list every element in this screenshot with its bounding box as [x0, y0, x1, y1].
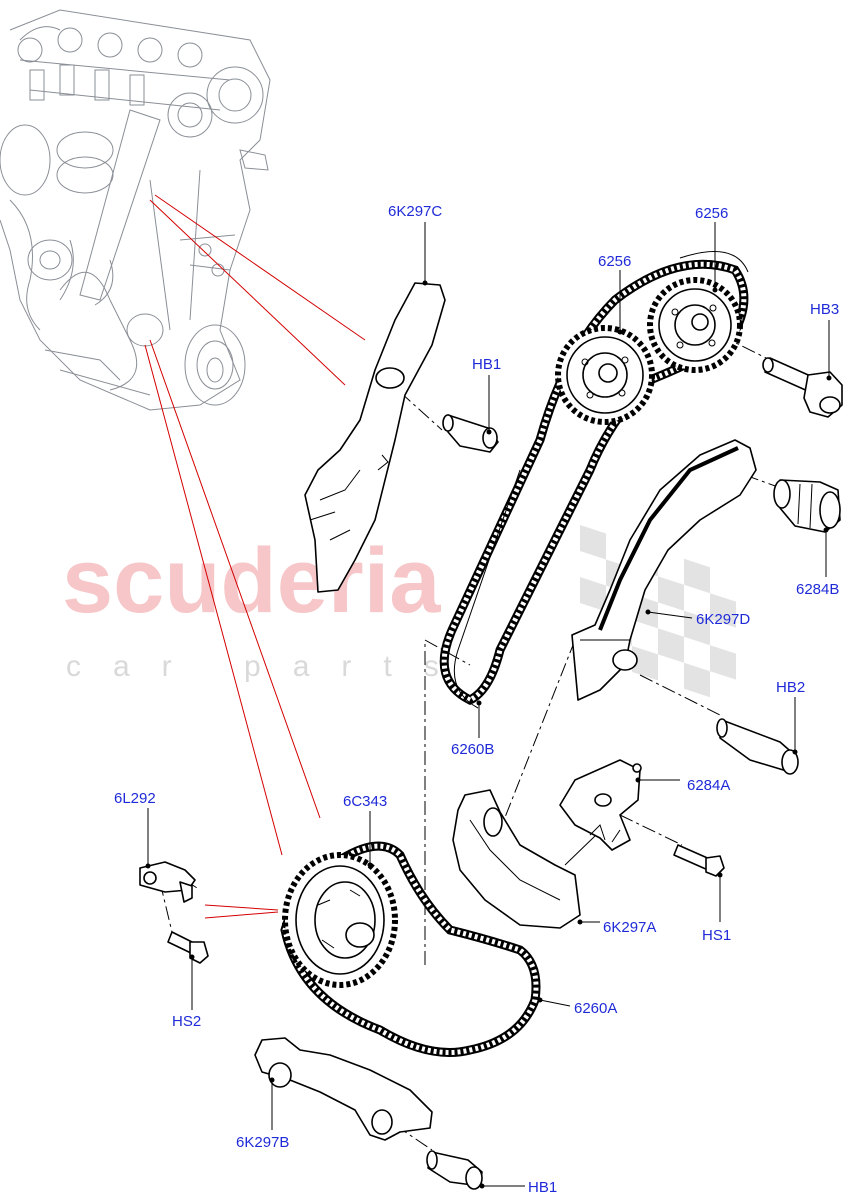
watermark-brand: scuderia: [62, 530, 441, 632]
label-6256-right: 6256: [695, 205, 728, 222]
label-hb2: HB2: [776, 679, 805, 696]
label-6k297c: 6K297C: [388, 203, 442, 220]
callout-lines: [144, 194, 366, 919]
tensioner-6284a: [559, 759, 642, 866]
label-hb3: HB3: [810, 301, 839, 318]
bolt-hb1-top: [442, 414, 499, 453]
label-hb1-bottom: HB1: [528, 1179, 557, 1196]
label-6l292: 6L292: [114, 790, 156, 807]
cam-sprocket-left: [555, 325, 655, 425]
upper-timing-chain: [439, 251, 749, 709]
guide-6k297b: [254, 1037, 433, 1141]
label-6256-left: 6256: [598, 253, 631, 270]
guide-6k297a: [452, 789, 581, 929]
label-6284b: 6284B: [796, 581, 839, 598]
tensioner-6284b: [773, 479, 841, 533]
label-6260b: 6260B: [451, 741, 494, 758]
label-hs2: HS2: [172, 1013, 201, 1030]
bolt-hs1: [673, 844, 725, 877]
cam-sprocket-right: [647, 277, 743, 373]
leader-lines: [145, 222, 832, 1189]
bolt-hs2: [167, 931, 209, 964]
part-labels: 6K297C 6256 6256 HB3 HB1 6284B 6K297D HB…: [114, 203, 839, 1196]
guide-6k297d: [571, 439, 757, 701]
guide-6k297c: [304, 282, 446, 593]
label-6k297d: 6K297D: [696, 611, 750, 628]
sensor-6l292: [139, 861, 196, 903]
bolt-hb1-bottom: [426, 1150, 483, 1190]
label-6k297a: 6K297A: [603, 919, 656, 936]
label-6284a: 6284A: [687, 777, 730, 794]
label-6k297b: 6K297B: [236, 1134, 289, 1151]
bolt-hb2: [716, 718, 799, 775]
label-hs1: HS1: [702, 927, 731, 944]
bolt-hb3: [762, 357, 843, 418]
label-hb1-top: HB1: [472, 356, 501, 373]
crank-sprocket-6c343: [282, 852, 398, 988]
watermark-tagline: car parts: [66, 650, 471, 683]
label-6c343: 6C343: [343, 793, 387, 810]
engine-overview-illustration: [0, 9, 271, 411]
label-6260a: 6260A: [574, 1000, 617, 1017]
